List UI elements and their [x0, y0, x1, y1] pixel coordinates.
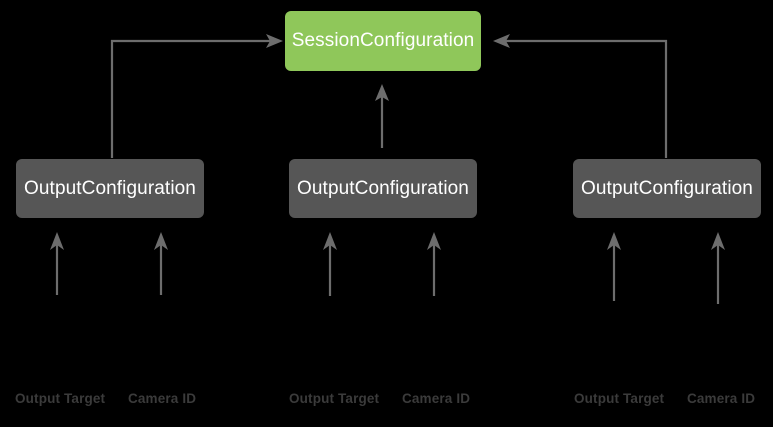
node-output-configuration-1[interactable]: OutputConfiguration: [16, 159, 204, 218]
label-camera-id-3: Camera ID: [687, 391, 756, 406]
node-output-configuration-2[interactable]: OutputConfiguration: [289, 159, 477, 218]
edge-output2-to-session: [375, 84, 389, 148]
label-output-target-3: Output Target: [574, 391, 665, 406]
label-camera-id-2: Camera ID: [402, 391, 471, 406]
edge-output3-to-session: [493, 34, 668, 158]
edge-camera-id-3-to-output3: [711, 232, 725, 304]
label-camera-id-1: Camera ID: [128, 391, 197, 406]
node-output-configuration-3[interactable]: OutputConfiguration: [573, 159, 761, 218]
label-output-target-1: Output Target: [15, 391, 106, 406]
edge-output1-to-session: [110, 34, 283, 158]
label-output-target-2: Output Target: [289, 391, 380, 406]
edge-output-target-2-to-output2: [323, 232, 337, 296]
node-session-configuration[interactable]: SessionConfiguration: [285, 11, 481, 71]
edge-output-target-3-to-output3: [607, 232, 621, 301]
edge-camera-id-2-to-output2: [427, 232, 441, 296]
edge-output-target-1-to-output1: [50, 232, 64, 295]
edge-camera-id-1-to-output1: [154, 232, 168, 295]
